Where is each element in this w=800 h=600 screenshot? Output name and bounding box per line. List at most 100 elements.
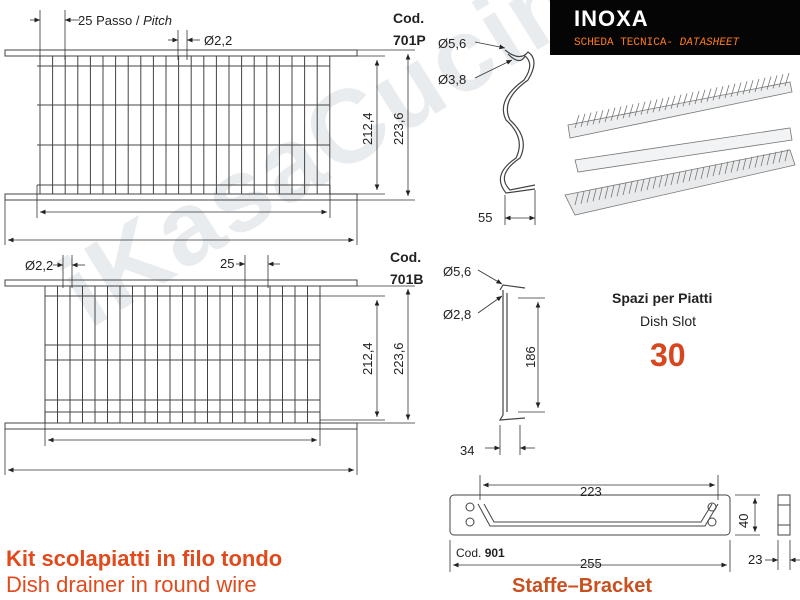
perspective-wire [760,77,766,91]
bracket-drawing [449,494,791,536]
perspective-wire [730,160,735,173]
rack-701p-code-prefix: Cod. [393,10,424,26]
perspective-wire [574,192,579,206]
profile-outer-diameter: Ø5,6 [438,36,466,51]
perspective-wire [712,164,717,177]
profile-width-dimension-b: 34 [460,443,474,458]
perspective-wire [622,182,627,196]
perspective-wire [622,105,628,119]
perspective-wire [634,180,639,193]
bracket-label: Staffe–Bracket [512,575,653,597]
profile-height-dimension-b: 186 [523,346,538,368]
perspective-wire [682,93,688,107]
perspective-wire [670,172,675,186]
perspective-wire [664,174,669,187]
wire-diameter-dimension-b: Ø2,2 [25,258,53,273]
perspective-wire [772,75,778,89]
perspective-wire [574,114,580,129]
bracket-height: 40 [736,514,751,528]
perspective-wire [700,166,705,179]
perspective-wire [646,100,652,114]
perspective-wire [586,190,591,203]
rack-701b-profile [498,284,526,421]
perspective-wire [658,175,663,188]
profile-width-dimension: 55 [478,210,492,225]
outer-height-dimension-b: 223,6 [391,342,406,375]
rack-701p-profile [499,49,536,194]
perspective-wire [736,82,742,96]
inner-height-dimension-b: 212,4 [360,342,375,375]
perspective-wire [766,152,771,166]
product-title-en: Dish drainer in round wire [6,572,257,597]
wire-diameter-dimension: Ø2,2 [204,33,232,48]
perspective-wire [760,154,765,167]
dish-rack-perspective-illustration [564,72,796,216]
perspective-wire [658,98,664,112]
perspective-wire [712,87,718,101]
perspective-wire [598,187,603,201]
perspective-wire [742,81,748,95]
perspective-wire [718,162,723,176]
perspective-wire [604,108,610,123]
product-title-it: Kit scolapiatti in filo tondo [6,546,283,571]
perspective-wire [772,151,777,164]
perspective-wire [784,149,789,162]
perspective-wire [628,104,634,118]
perspective-wire [652,99,658,113]
perspective-wire [694,167,699,181]
perspective-wire [778,74,784,88]
bracket-depth: 23 [748,552,762,567]
perspective-wire [700,89,706,103]
perspective-wire [628,181,633,194]
perspective-wire [784,72,790,87]
perspective-wire [652,176,657,189]
perspective-wire [610,107,616,121]
perspective-wire [730,83,736,97]
brand-subtitle-main: SCHEDA TECNICA- [574,37,674,49]
perspective-wire [706,88,712,102]
rack-701b-drawing [4,279,358,430]
perspective-wire [754,78,760,93]
profile-inner-diameter: Ø3,8 [438,72,466,87]
perspective-wire [766,76,772,90]
perspective-wire [586,112,592,126]
perspective-wire [688,169,693,182]
perspective-wire [748,80,754,94]
pitch-dimension-b: 25 [220,256,234,271]
perspective-wire [592,189,597,202]
perspective-wire [778,150,783,163]
dish-slot-title: Spazi per Piatti [612,290,713,306]
brand-subtitle: SCHEDA TECNICA- DATASHEET [574,37,739,49]
rack-701b-code-prefix: Cod. [390,249,421,265]
perspective-wire [592,111,598,125]
perspective-wire [718,86,724,100]
perspective-wire [640,179,645,192]
inner-height-dimension: 212,4 [360,112,375,145]
perspective-wire [640,101,646,115]
profile-inner-diameter-b: Ø2,8 [443,307,471,322]
perspective-wire [580,191,585,204]
brand-banner [550,0,800,55]
perspective-wire [706,165,711,178]
rack-701p-drawing [4,49,358,201]
pitch-dimension: 25 Passo / Pitch [78,13,172,28]
perspective-wire [682,170,687,183]
rack-701p-code: 701P [393,32,426,48]
profile-outer-diameter-b: Ø5,6 [443,264,471,279]
perspective-wire [664,96,670,111]
perspective-wire [598,110,604,124]
perspective-wire [616,106,622,120]
perspective-wire [670,95,676,109]
perspective-wire [634,102,640,117]
perspective-wire [748,156,753,169]
perspective-wire [610,185,615,198]
perspective-wire [646,177,651,191]
perspective-wire [616,184,621,197]
perspective-wire [676,94,682,108]
perspective-wire [724,161,729,174]
perspective-wire [604,186,609,199]
perspective-wire [724,84,730,99]
perspective-wire [736,159,741,172]
perspective-wire [742,157,747,171]
